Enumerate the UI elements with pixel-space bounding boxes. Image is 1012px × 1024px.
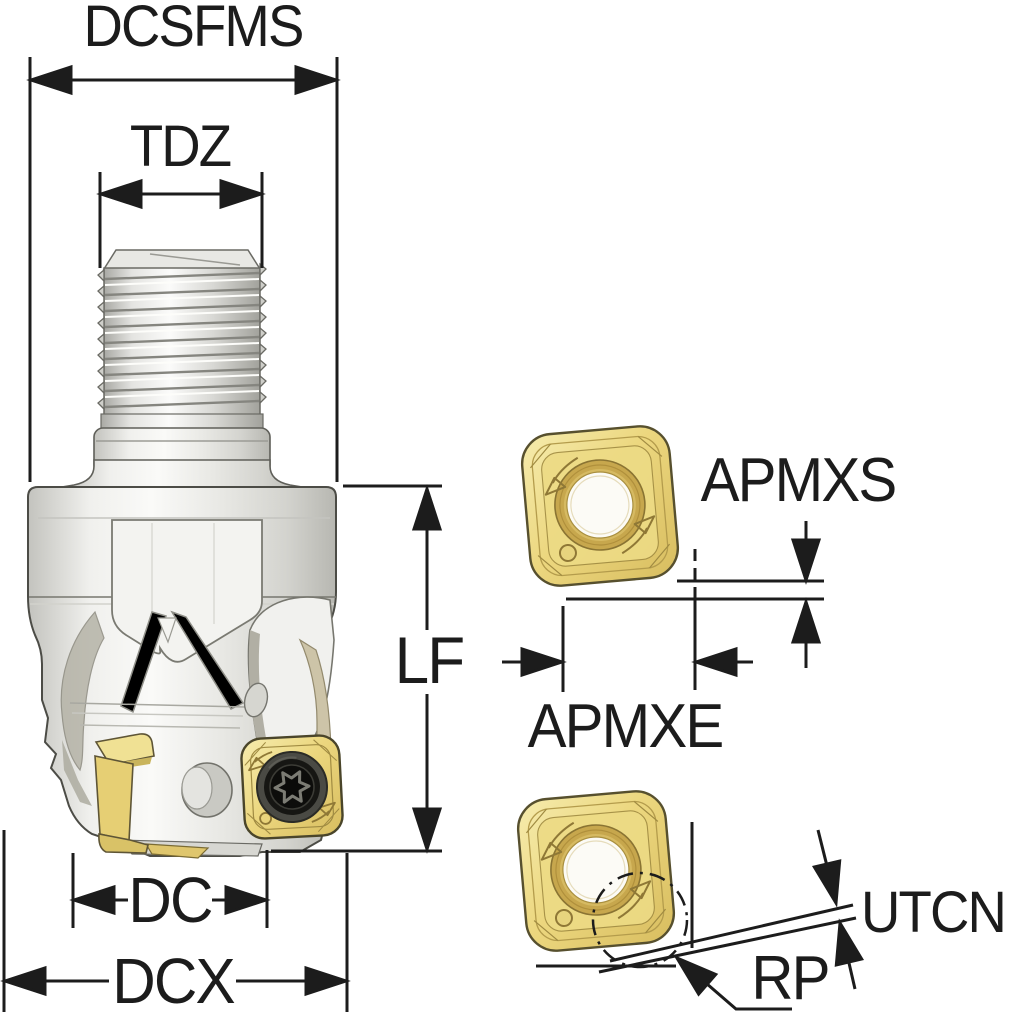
label-dc: DC: [128, 864, 213, 936]
dim-rp: [536, 822, 792, 1011]
label-lf: LF: [394, 623, 466, 697]
corner-radius-centerline: [591, 871, 689, 969]
dim-tdz: [98, 172, 264, 268]
side-insert: [94, 733, 155, 854]
cutter-drawing: [27, 249, 344, 859]
label-dcx: DCX: [112, 945, 235, 1017]
label-apmxe: APMXE: [527, 692, 725, 761]
label-dcsfms: DCSFMS: [83, 0, 305, 59]
torx-screw: [256, 751, 328, 823]
dim-dc: [71, 850, 269, 928]
dim-dcx: [2, 830, 349, 1012]
label-tdz: TDZ: [129, 114, 232, 179]
shank-thread: [97, 249, 267, 417]
dim-dcsfms: [28, 57, 339, 482]
shank-collar: [61, 413, 303, 488]
insert-bottom-view: [514, 787, 678, 955]
insert-top-view: [518, 422, 682, 590]
mounted-insert: [240, 734, 344, 840]
label-utcn: UTCN: [861, 880, 1007, 945]
dim-apmxs: [566, 521, 824, 690]
label-apmxs: APMXS: [700, 446, 898, 515]
dim-apmxe: [502, 606, 753, 692]
dim-utcn: [598, 829, 864, 990]
label-rp: RP: [751, 944, 830, 1013]
dim-lf: [271, 484, 442, 853]
coolant-boss: [181, 762, 233, 818]
